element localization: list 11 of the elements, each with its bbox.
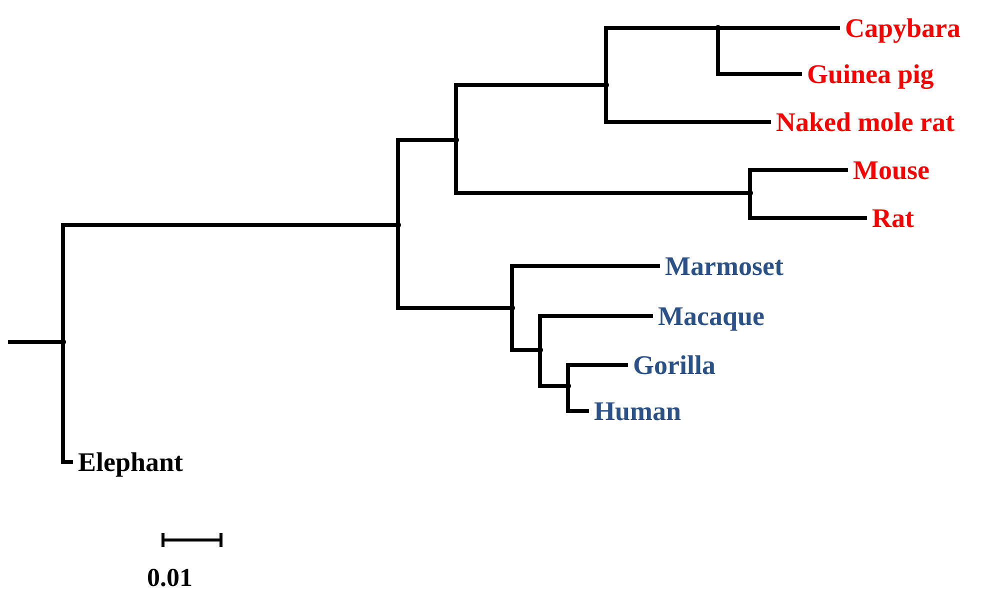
taxon-label: Mouse	[846, 155, 930, 185]
taxon-label: Capybara	[838, 13, 961, 43]
taxon-label: Macaque	[651, 301, 764, 331]
taxon-label: Human	[587, 396, 682, 426]
taxon-label: Gorilla	[626, 350, 716, 380]
scale-label: 0.01	[147, 563, 192, 592]
taxon-label: Marmoset	[658, 251, 784, 281]
taxon-label: Naked mole rat	[769, 107, 954, 137]
taxon-label: Elephant	[71, 447, 184, 477]
taxon-label: Rat	[865, 203, 914, 233]
taxon-label: Guinea pig	[800, 59, 934, 89]
